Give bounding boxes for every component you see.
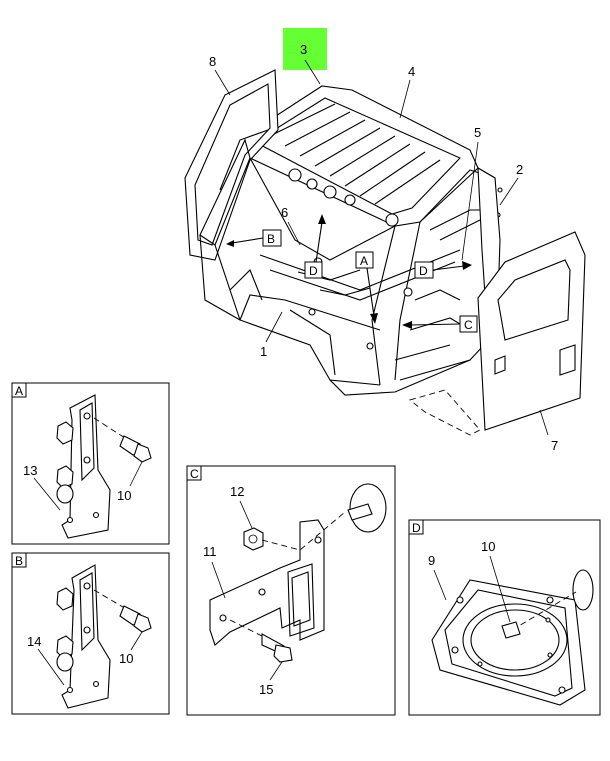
cab-assembly: 3	[184, 28, 586, 453]
view-flag-a[interactable]: A	[355, 251, 378, 324]
callout-8: 8	[209, 54, 216, 69]
callout-15: 15	[259, 682, 273, 697]
roof-panel	[244, 85, 479, 227]
view-flag-d-right[interactable]: D	[414, 261, 472, 279]
detail-d-panel: D 9 10	[408, 519, 601, 716]
svg-text:D: D	[419, 264, 428, 278]
svg-text:B: B	[15, 554, 23, 568]
callout-5: 5	[474, 125, 481, 140]
callout-2: 2	[516, 162, 523, 177]
callout-1: 1	[260, 344, 267, 359]
detail-b-panel: B 14 10	[11, 552, 170, 715]
callout-10-d: 10	[481, 539, 495, 554]
svg-text:C: C	[190, 467, 199, 481]
detail-a-panel: A 13 10	[11, 382, 170, 545]
callout-10-b: 10	[119, 651, 133, 666]
callout-13: 13	[23, 463, 37, 478]
callout-9: 9	[428, 553, 435, 568]
callout-6: 6	[281, 205, 288, 220]
view-flag-b[interactable]: B	[226, 229, 282, 247]
callout-14: 14	[27, 634, 41, 649]
callout-10-a: 10	[117, 488, 131, 503]
detail-c-panel: C 12 11 15	[186, 465, 396, 716]
svg-text:A: A	[15, 384, 23, 398]
door-panel	[477, 231, 586, 431]
view-flag-d-left[interactable]: D	[304, 214, 326, 279]
view-flag-c[interactable]: C	[402, 315, 478, 333]
callout-4: 4	[408, 64, 415, 79]
callout-12: 12	[230, 484, 244, 499]
door-phantom-outline	[409, 389, 481, 436]
callout-7: 7	[551, 438, 558, 453]
svg-text:C: C	[464, 318, 473, 332]
callout-11: 11	[203, 544, 217, 559]
svg-text:D: D	[309, 264, 318, 278]
svg-text:D: D	[412, 521, 421, 535]
callout-3-highlight[interactable]	[283, 28, 327, 70]
callout-3: 3	[300, 42, 307, 57]
svg-text:B: B	[267, 232, 275, 246]
svg-text:A: A	[360, 254, 368, 268]
